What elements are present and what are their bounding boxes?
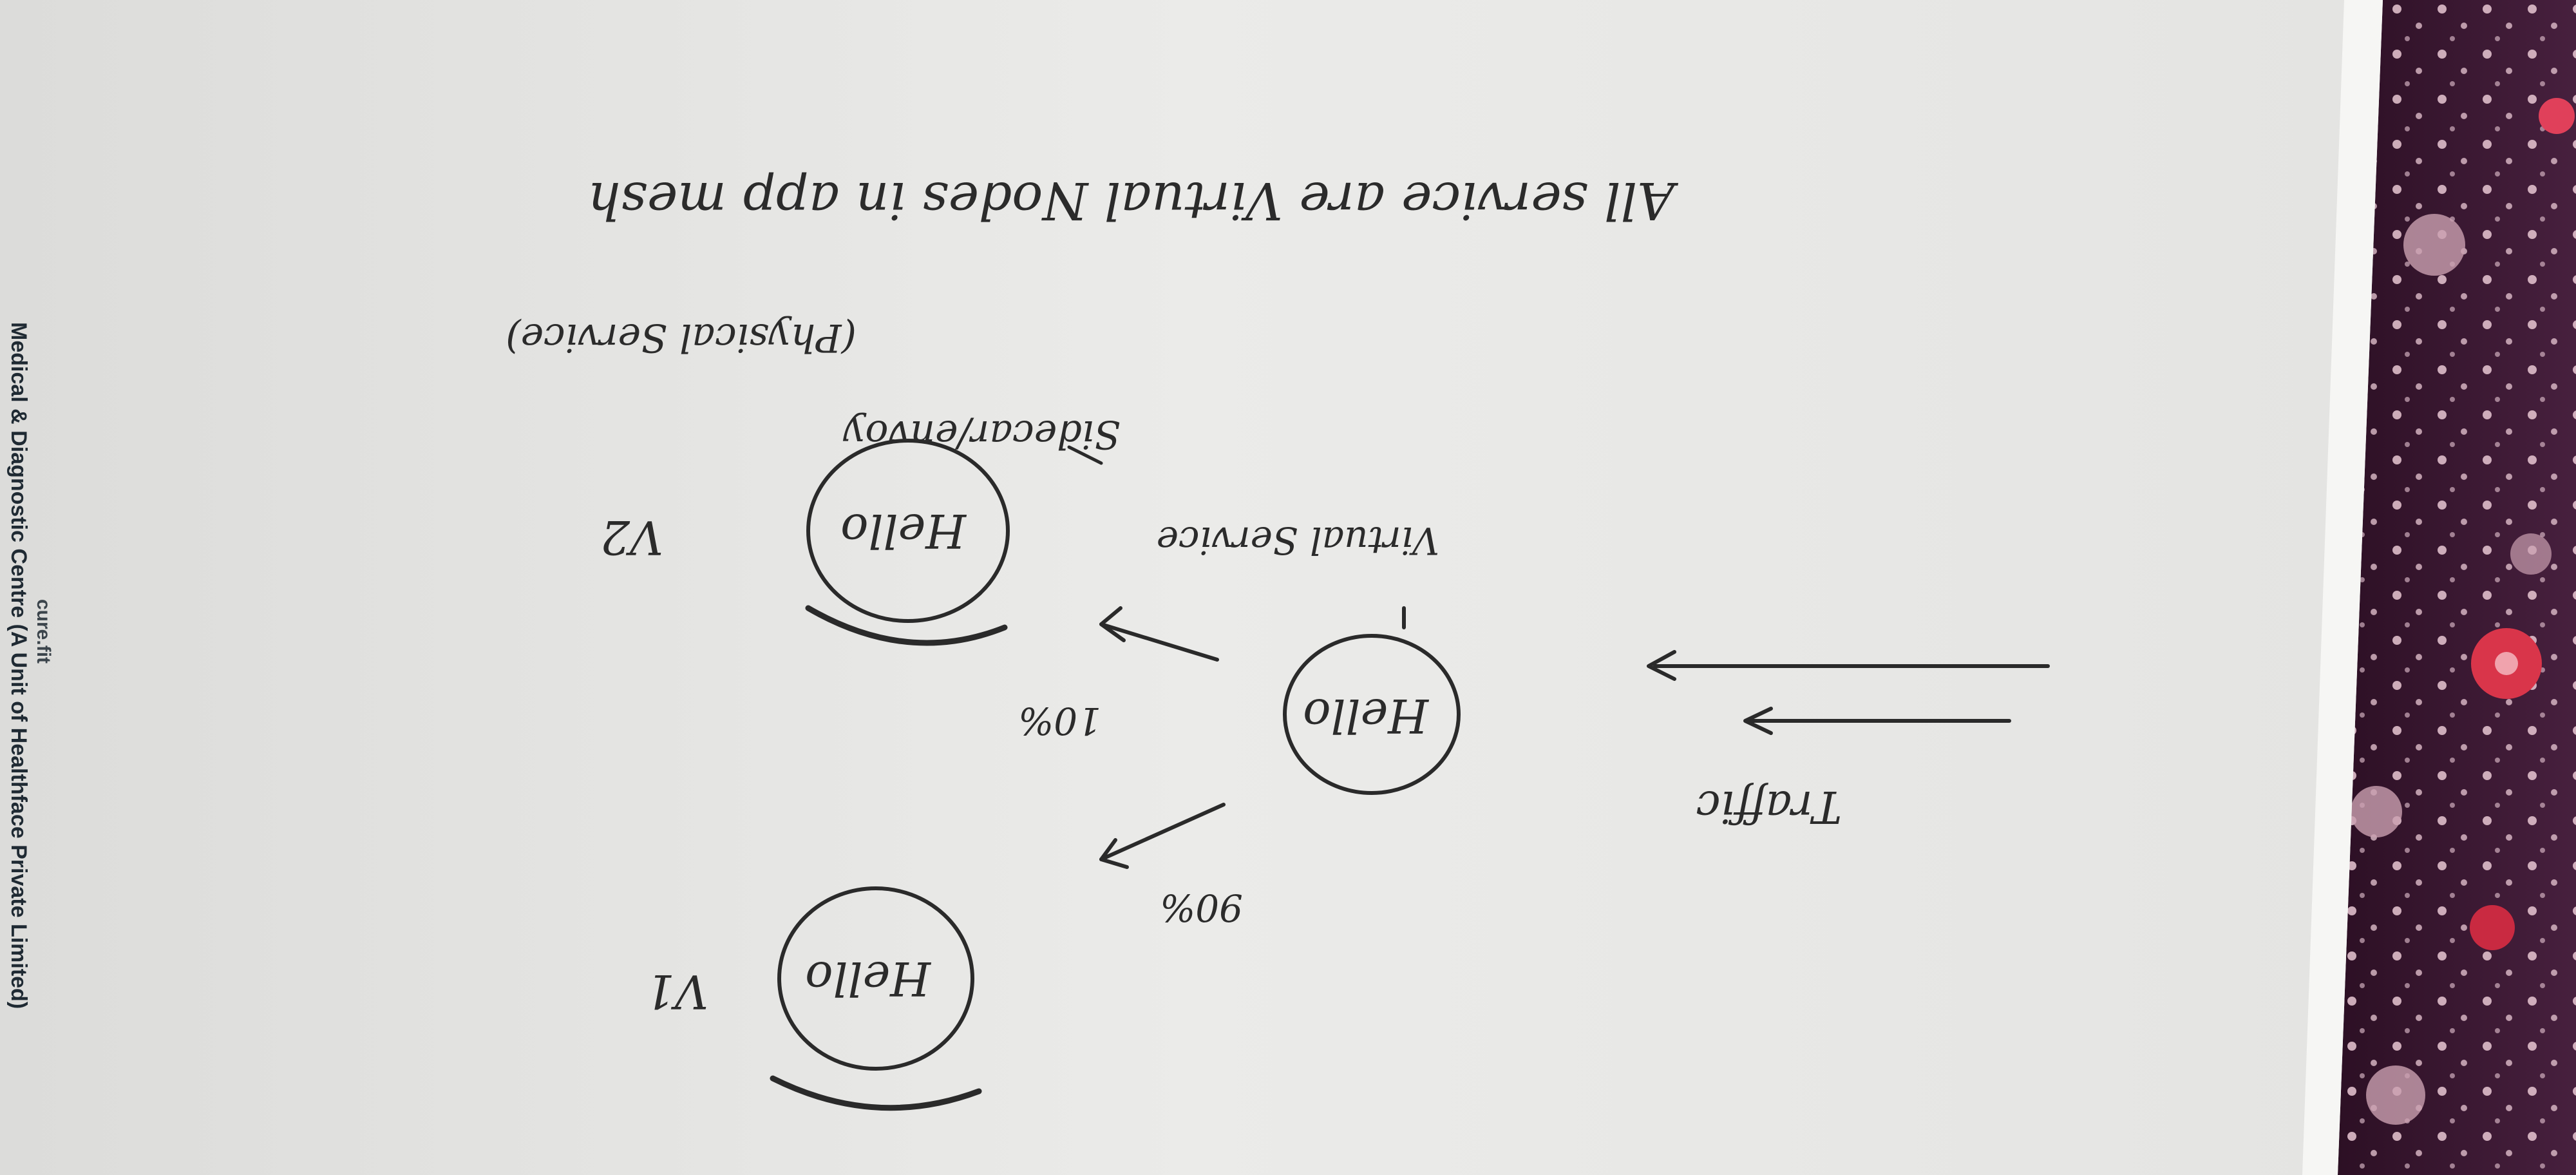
letterhead-line: Medical & Diagnostic Centre (A Unit of H… — [6, 322, 31, 1009]
virtual-service-node-text: Hello — [1303, 689, 1430, 743]
heading-note: All service are Virtual Nodes in app mes… — [587, 171, 1679, 231]
traffic-label: Traffic — [1696, 781, 1842, 832]
v2-label: V2 — [600, 510, 663, 564]
sidecar-pointer — [1067, 445, 1103, 465]
split-v1-label: 90% — [1160, 886, 1243, 930]
v1-service-node: Hello — [770, 886, 982, 1111]
letterhead-brand: cure.fit — [33, 599, 54, 664]
split-arrows — [1099, 606, 1226, 869]
virtual-service-label: Virtual Service — [1157, 519, 1439, 562]
traffic-arrows — [1647, 650, 2050, 735]
v2-service-node: Hello — [805, 439, 1010, 646]
physical-service-label: (Physical Service) — [506, 315, 857, 360]
v1-label: V1 — [645, 964, 708, 1018]
v1-node-text: Hello — [805, 951, 932, 1006]
sidecar-label: Sidecar/envoy — [842, 412, 1121, 457]
v2-node-text: Hello — [840, 504, 967, 558]
fabric-flower-motif — [2351, 98, 2575, 1125]
virtual-service-node: Hello — [1283, 606, 1461, 795]
split-v2-label: 10% — [1018, 699, 1101, 743]
